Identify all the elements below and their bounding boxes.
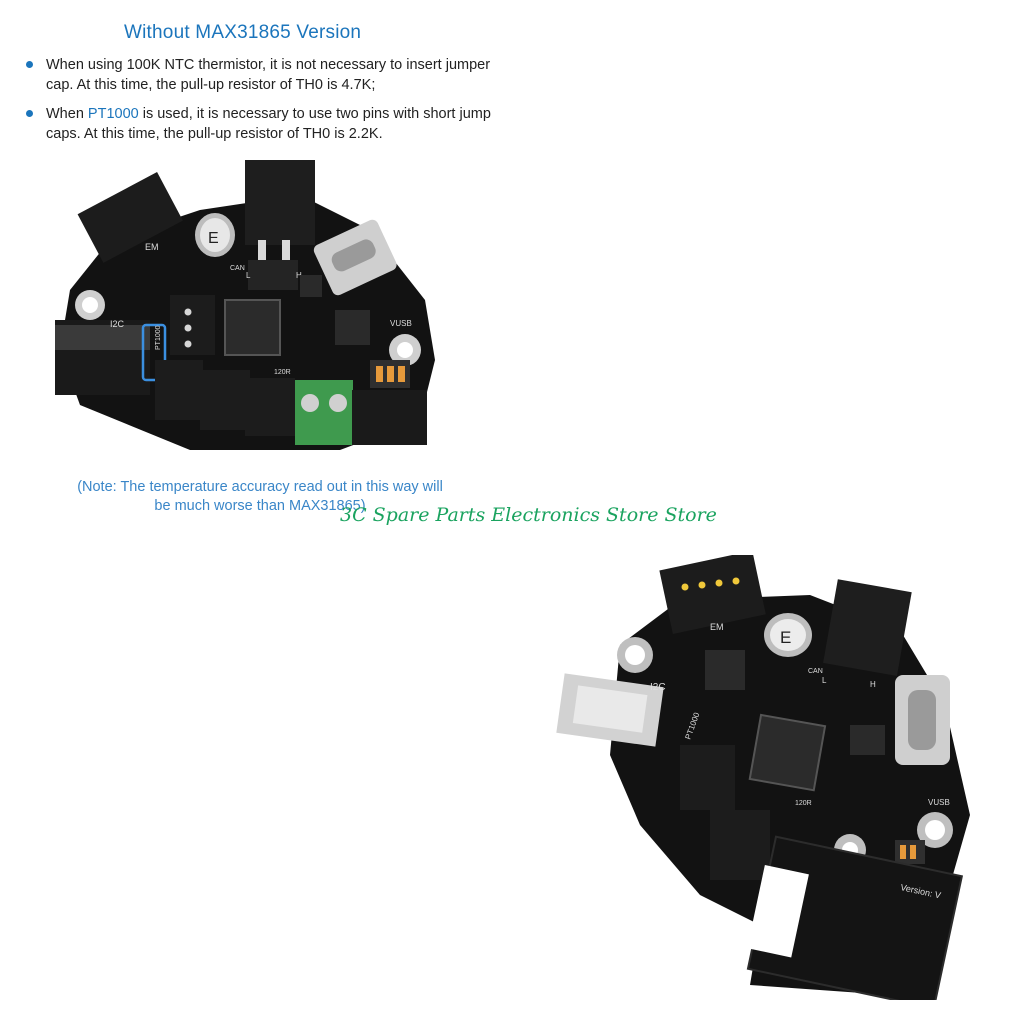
label-em: EM: [710, 622, 724, 632]
label-em: EM: [145, 242, 159, 252]
mcu-chip: [224, 299, 281, 356]
fan-connector: [659, 555, 766, 635]
label-e: E: [780, 628, 791, 647]
note-line-1: (Note: The temperature accuracy read out…: [77, 478, 443, 495]
label-i2c: I2C: [650, 682, 666, 693]
note-line-2: be much worse than MAX31865): [154, 497, 366, 514]
pin-header: [155, 360, 203, 420]
fan-connector: [77, 172, 183, 263]
bullet-list: When using 100K NTC thermistor, it is no…: [26, 55, 496, 153]
bullet-text: When using 100K NTC thermistor, it is no…: [46, 57, 491, 93]
pin-header: [352, 390, 427, 445]
label-h: H: [870, 680, 876, 689]
bullet-text: is used, it is necessary to use two pins…: [46, 106, 491, 142]
ic-chip: [335, 310, 370, 345]
label-120r: 120R: [274, 369, 291, 376]
label-can: CAN: [230, 265, 245, 272]
label-i2c: I2C: [110, 319, 125, 329]
ic-chip: [850, 725, 885, 755]
pin-header: [680, 745, 735, 810]
label-120r: 120R: [795, 800, 812, 807]
pin-header: [245, 378, 295, 436]
pin-header: [200, 370, 250, 430]
bullet-dot-icon: [26, 61, 33, 68]
board-photo-bottom: EM E CAN L H VUSB I2C PT1000 120R Versio…: [556, 555, 970, 1000]
label-vusb: VUSB: [928, 798, 950, 807]
bullet-dot-icon: [26, 110, 33, 117]
screw-terminal: [295, 380, 353, 445]
note-text: (Note: The temperature accuracy read out…: [40, 478, 480, 516]
label-l: L: [822, 676, 827, 685]
store-watermark: 3C Spare Parts Electronics Store Store: [340, 504, 717, 526]
bullet-highlight: PT1000: [87, 106, 139, 122]
ic-chip: [300, 275, 322, 297]
page-heading: Without MAX31865 Version: [124, 22, 362, 43]
pin-header: [170, 295, 215, 355]
label-l: L: [246, 271, 251, 280]
bullet-text: When: [46, 106, 88, 122]
label-e: E: [208, 230, 219, 247]
ic-chip: [705, 650, 745, 690]
board-photo-top: E EM CAN L H VUSB I2C PT1000 120R: [55, 160, 435, 450]
power-connector: [245, 160, 315, 245]
label-pt1000: PT1000: [155, 325, 162, 350]
bullet-item: When using 100K NTC thermistor, it is no…: [26, 55, 496, 95]
mcu-chip: [748, 713, 827, 792]
label-h: H: [296, 271, 302, 280]
can-connector: [248, 260, 298, 290]
bullet-item: When PT1000 is used, it is necessary to …: [26, 104, 496, 144]
pin-header: [710, 810, 770, 880]
label-vusb: VUSB: [390, 319, 412, 328]
pt1000-jumper-highlight: [141, 323, 167, 382]
power-connector: [823, 579, 912, 676]
label-can: CAN: [808, 668, 823, 675]
